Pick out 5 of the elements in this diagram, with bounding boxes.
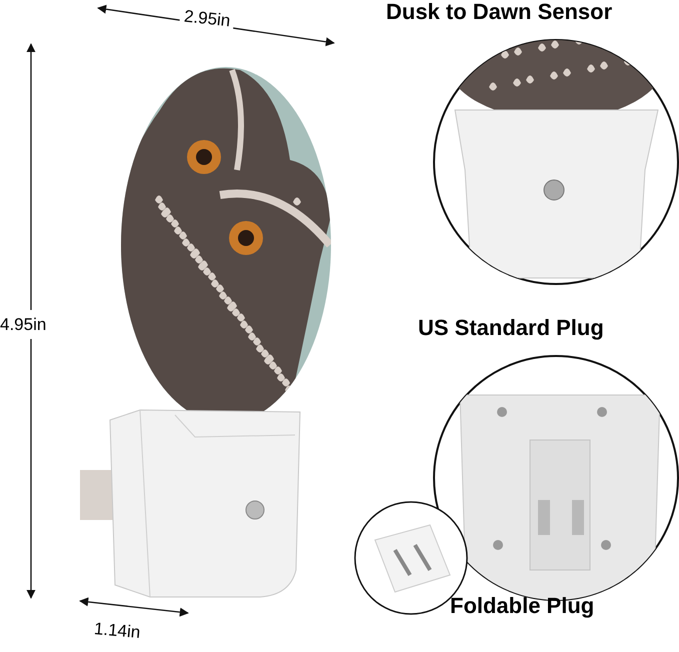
section-heading: US Standard Plug [418, 314, 604, 342]
dimension-label: 1.14in [93, 618, 142, 644]
section-heading: Foldable Plug [450, 592, 594, 620]
section-heading: Dusk to Dawn Sensor [386, 0, 612, 26]
dimension-label: 4.95in [0, 310, 46, 340]
